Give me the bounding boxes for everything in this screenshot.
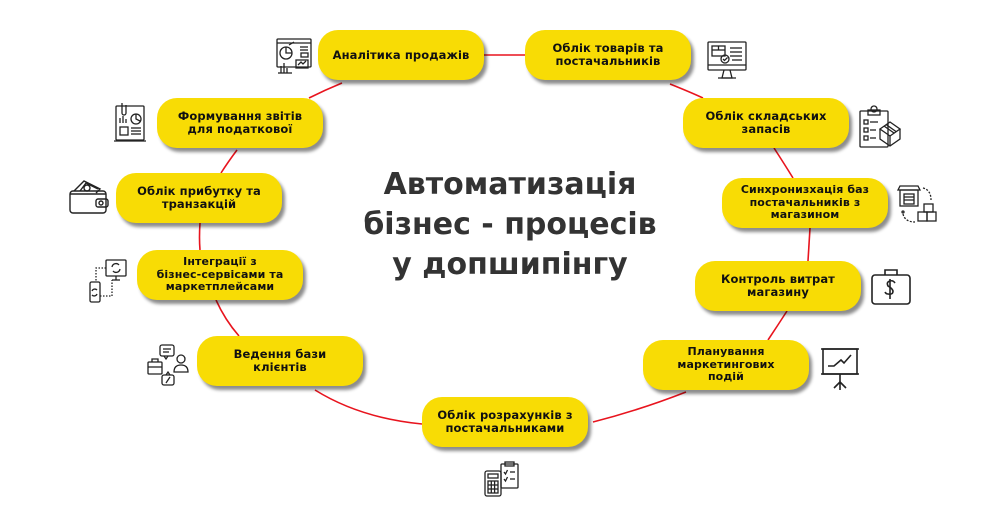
node-tax-reports[interactable]: Формування звітів для податкової: [157, 98, 323, 148]
node-label-line: Формування звітів: [177, 109, 303, 123]
node-label-line: запасів: [741, 122, 791, 136]
node-label-line: подій: [707, 370, 744, 384]
node-label-line: бізнес-сервісами та: [156, 267, 284, 281]
node-label-line: Інтеграції з: [183, 255, 257, 269]
node-label-line: маркетингових: [677, 357, 775, 371]
node-label-line: транзакцій: [161, 197, 237, 211]
monitor-package-check-icon: [706, 40, 748, 82]
node-label-line: магазину: [747, 285, 809, 299]
analytics-dashboard-icon: [274, 36, 314, 76]
node-label-line: постачальників: [555, 54, 661, 68]
node-warehouse-stock[interactable]: Облік складських запасів: [683, 98, 849, 148]
wallet-money-icon: [68, 175, 110, 217]
node-label-line: Контроль витрат: [721, 272, 835, 286]
calculator-checklist-icon: [483, 460, 521, 498]
node-sales-analytics[interactable]: Аналітика продажів: [318, 30, 484, 80]
node-label-line: маркетплейсами: [165, 280, 275, 294]
node-integrations[interactable]: Інтеграції з бізнес-сервісами та маркетп…: [137, 250, 303, 300]
node-supplier-settlements[interactable]: Облік розрахунків з постачальниками: [422, 397, 588, 447]
node-label-line: магазином: [770, 208, 840, 222]
diagram-title: Автоматизація бізнес - процесів у допшип…: [360, 165, 660, 285]
node-label-line: Ведення бази: [233, 347, 327, 361]
node-label-line: Облік розрахунків з: [437, 408, 573, 422]
node-label-line: клієнтів: [253, 360, 307, 374]
title-line-3: у допшипінгу: [392, 247, 628, 282]
node-profit-transactions[interactable]: Облік прибутку та транзакцій: [116, 173, 282, 223]
briefcase-dollar-icon: [870, 266, 912, 306]
node-label-line: Облік прибутку та: [137, 184, 261, 198]
node-supplier-sync[interactable]: Синхронизхація баз постачальників з мага…: [722, 178, 888, 228]
node-label-line: для податкової: [187, 122, 293, 136]
node-label-line: Планування: [687, 345, 765, 359]
node-label-line: Синхронизхація баз: [740, 183, 870, 197]
report-document-icon: [112, 100, 148, 144]
node-expense-control[interactable]: Контроль витрат магазину: [695, 261, 861, 311]
node-goods-suppliers[interactable]: Облік товарів та постачальників: [525, 30, 691, 80]
clipboard-box-icon: [858, 105, 902, 149]
node-label-line: постачальниками: [445, 421, 565, 435]
title-line-1: Автоматизація: [383, 167, 637, 202]
node-label-line: Облік товарів та: [552, 41, 664, 55]
store-boxes-sync-icon: [896, 182, 939, 224]
title-line-2: бізнес - процесів: [363, 207, 657, 242]
device-sync-icon: [88, 258, 128, 304]
node-marketing-planning[interactable]: Планування маркетингових подій: [643, 340, 809, 390]
client-chat-briefcase-icon: [146, 343, 192, 387]
presentation-chart-icon: [819, 346, 861, 392]
node-label-line: Облік складських: [705, 109, 827, 123]
node-label-line: постачальників з: [749, 195, 861, 209]
node-label: Аналітика продажів: [332, 47, 470, 62]
node-client-database[interactable]: Ведення бази клієнтів: [197, 336, 363, 386]
